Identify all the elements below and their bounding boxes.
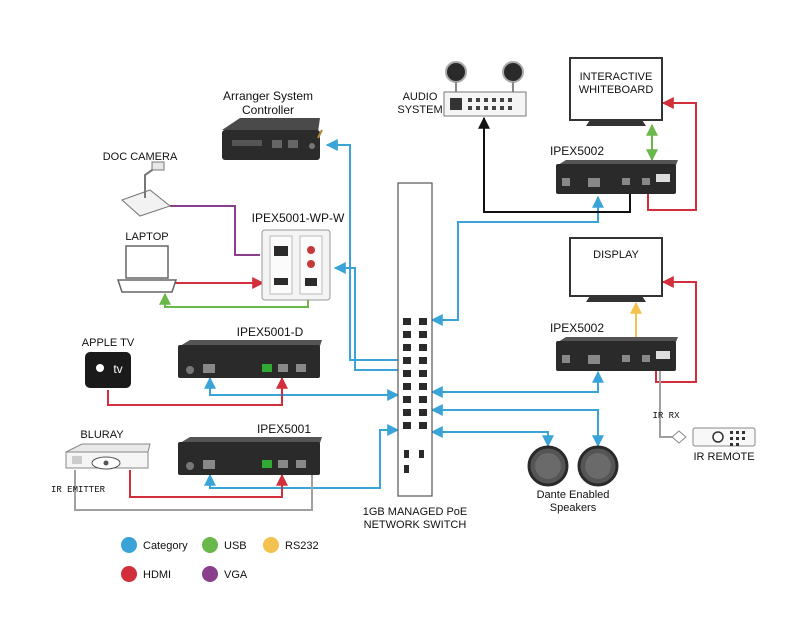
- cable-usb-laptop: [159, 292, 309, 308]
- svg-text:Category: Category: [143, 540, 188, 552]
- wallplate-ipex5001-wp-w: IPEX5001-WP-W: [252, 211, 345, 301]
- cable-hdmi-appletv: [107, 376, 288, 406]
- apple-logo-icon: [96, 364, 104, 372]
- cables: [74, 97, 697, 511]
- audio-system-label-line2: SYSTEM: [397, 104, 442, 116]
- doc-camera: DOC CAMERA: [103, 151, 178, 217]
- legend-item-rs232: RS232: [263, 537, 319, 553]
- cable-category-arranger: [325, 139, 398, 361]
- cable-category-ipex5001d: [204, 376, 400, 401]
- apple-tv: APPLE TV tv: [82, 337, 135, 388]
- switch-ports: [403, 318, 427, 473]
- svg-text:HDMI: HDMI: [143, 569, 171, 581]
- ir-emitter-label: IR EMITTER: [51, 485, 106, 495]
- legend-item-vga: VGA: [202, 566, 248, 582]
- ir-rx-label: IR RX: [652, 411, 680, 421]
- ipex5002-bottom-label: IPEX5002: [550, 321, 604, 335]
- display: DISPLAY: [569, 237, 663, 302]
- arranger-controller: Arranger System Controller: [222, 89, 323, 160]
- cable-category-speaker-left: [430, 426, 554, 448]
- apple-tv-logo-text: tv: [113, 362, 122, 376]
- audio-system: AUDIO SYSTEM: [397, 61, 527, 117]
- cable-ir-rx: [659, 370, 672, 438]
- whiteboard-label-line1: INTERACTIVE: [580, 71, 653, 83]
- cable-category-speaker-right: [430, 404, 604, 448]
- laptop-label: LAPTOP: [125, 231, 168, 243]
- legend: Category USB RS232 HDMI VGA: [121, 537, 319, 582]
- arranger-label-line1: Arranger System: [223, 89, 313, 103]
- doc-camera-label: DOC CAMERA: [103, 151, 178, 163]
- cable-audio-system: [478, 116, 631, 213]
- ipex5001: IPEX5001: [178, 422, 322, 475]
- speakers-label-line1: Dante Enabled: [537, 489, 610, 501]
- cable-category-ipex5001: [204, 424, 400, 489]
- ir-remote: IR RX IR REMOTE: [652, 411, 756, 463]
- ipex5002-top-label: IPEX5002: [550, 144, 604, 158]
- speakers-label-line2: Speakers: [550, 502, 597, 514]
- cable-category-ipex5002-bottom: [430, 370, 604, 398]
- cable-hdmi-display: [655, 276, 697, 383]
- legend-item-category: Category: [121, 537, 188, 553]
- ipex5001-d: IPEX5001-D: [178, 325, 322, 378]
- svg-text:USB: USB: [224, 540, 247, 552]
- cable-vga-doccamera: [170, 205, 260, 256]
- bluray-player: BLURAY IR EMITTER: [51, 429, 151, 495]
- ipex5001-d-label: IPEX5001-D: [237, 325, 304, 339]
- legend-item-hdmi: HDMI: [121, 566, 171, 582]
- ipex5002-bottom: IPEX5002: [550, 321, 678, 371]
- whiteboard-label-line2: WHITEBOARD: [579, 84, 654, 96]
- ipex5002-top: IPEX5002: [550, 144, 678, 194]
- cable-category-wallplate: [333, 262, 398, 371]
- svg-text:VGA: VGA: [224, 569, 248, 581]
- switch-label-line1: 1GB MANAGED PoE: [363, 506, 468, 518]
- apple-tv-label: APPLE TV: [82, 337, 135, 349]
- cable-ir-emitter: [74, 470, 313, 511]
- display-label: DISPLAY: [593, 249, 639, 261]
- wallplate-label: IPEX5001-WP-W: [252, 211, 345, 225]
- svg-text:RS232: RS232: [285, 540, 319, 552]
- ir-remote-label: IR REMOTE: [693, 451, 754, 463]
- cable-hdmi-whiteboard: [647, 97, 697, 211]
- bluray-label: BLURAY: [80, 429, 124, 441]
- network-switch: 1GB MANAGED PoE NETWORK SWITCH: [363, 182, 468, 531]
- switch-label-line2: NETWORK SWITCH: [364, 519, 467, 531]
- audio-system-label-line1: AUDIO: [403, 91, 438, 103]
- dante-speakers: Dante Enabled Speakers: [527, 445, 619, 514]
- legend-item-usb: USB: [202, 537, 247, 553]
- arranger-label-line2: Controller: [242, 103, 294, 117]
- ipex5001-label: IPEX5001: [257, 422, 311, 436]
- interactive-whiteboard: INTERACTIVE WHITEBOARD: [569, 57, 663, 126]
- laptop: LAPTOP: [116, 231, 178, 293]
- cable-hdmi-bluray: [129, 470, 288, 498]
- cable-category-ipex5002-top: [430, 195, 604, 326]
